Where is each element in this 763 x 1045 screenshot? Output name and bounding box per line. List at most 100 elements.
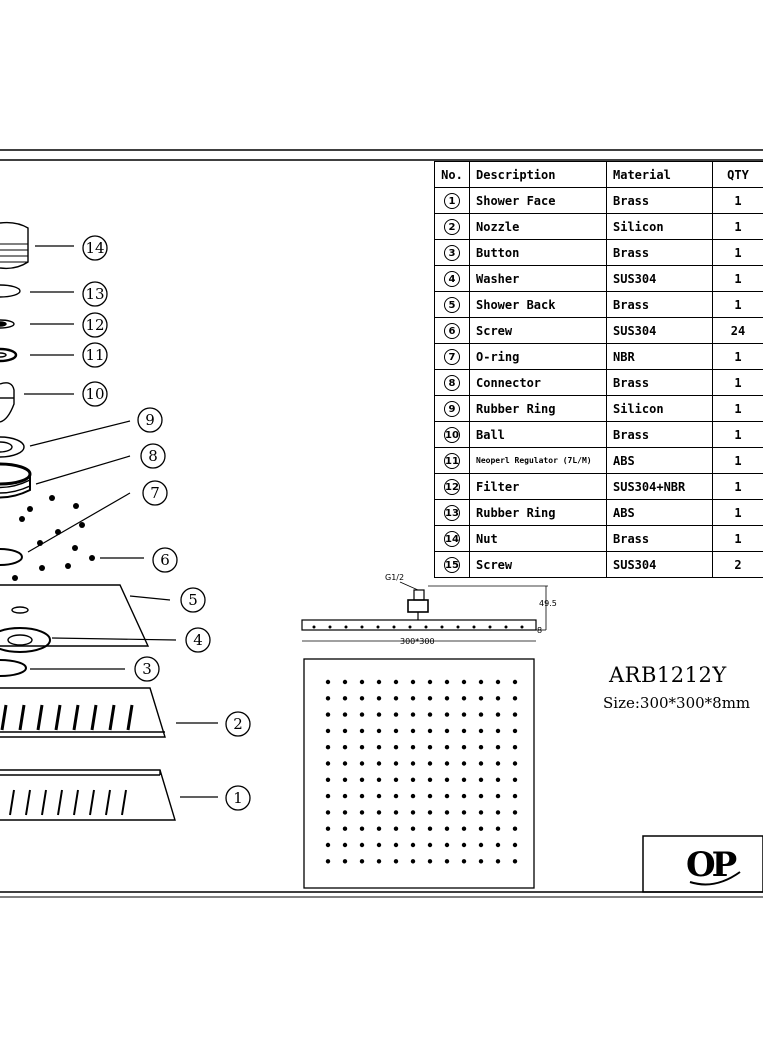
cell-no: 9 bbox=[434, 395, 470, 422]
nozzle-dot bbox=[342, 842, 348, 848]
nozzle-dot bbox=[325, 859, 331, 864]
item-number-badge: 9 bbox=[444, 400, 460, 417]
item-number-badge: 12 bbox=[444, 478, 460, 495]
nozzle-dot bbox=[376, 810, 382, 815]
nozzle-dot bbox=[495, 696, 501, 701]
width-dimension: 300*300 bbox=[400, 637, 435, 646]
cell-no: 11 bbox=[434, 447, 470, 474]
callout-1 bbox=[225, 785, 251, 811]
cell-description: Filter bbox=[469, 473, 607, 500]
nozzle-dot bbox=[478, 859, 484, 864]
nozzle-dot bbox=[325, 696, 331, 701]
thickness-dimension: 8 bbox=[537, 626, 542, 635]
cell-no: 8 bbox=[434, 369, 470, 396]
nozzle-dot bbox=[444, 777, 450, 782]
nozzle-dot bbox=[376, 679, 382, 685]
nozzle-dot bbox=[410, 696, 416, 701]
nozzle-dot bbox=[512, 728, 518, 734]
nozzle-dot bbox=[393, 679, 399, 685]
nozzle-dot bbox=[325, 728, 331, 734]
nozzle-dot bbox=[393, 745, 399, 750]
item-number-badge: 3 bbox=[444, 244, 460, 261]
nozzle-dot bbox=[410, 679, 416, 685]
callout-label: 3 bbox=[142, 660, 152, 678]
nozzle-dot bbox=[393, 728, 399, 734]
nozzle-dot bbox=[478, 712, 484, 717]
nozzle-dot bbox=[342, 728, 348, 734]
callout-9 bbox=[137, 407, 163, 433]
cell-no: 5 bbox=[434, 291, 470, 318]
cell-description: Shower Back bbox=[469, 291, 607, 318]
cell-qty: 1 bbox=[712, 369, 763, 396]
nozzle-dot bbox=[495, 810, 501, 815]
nozzle-dot bbox=[393, 826, 399, 831]
nozzle-dot bbox=[444, 696, 450, 701]
item-number-badge: 2 bbox=[444, 218, 460, 235]
item-number-badge: 8 bbox=[444, 374, 460, 391]
nozzle-dot bbox=[495, 859, 501, 864]
nozzle-dot bbox=[444, 712, 450, 717]
nozzle-dot bbox=[376, 777, 382, 782]
nozzle-dot bbox=[444, 745, 450, 750]
callout-2 bbox=[225, 711, 251, 737]
item-number-badge: 10 bbox=[444, 426, 460, 443]
nozzle-dot bbox=[495, 842, 501, 848]
table-header-row: No. Description Material QTY bbox=[434, 161, 763, 188]
cell-no: 1 bbox=[434, 187, 470, 214]
nozzle-dot bbox=[410, 745, 416, 750]
header-description: Description bbox=[469, 161, 607, 188]
nozzle-dot bbox=[427, 761, 433, 766]
nozzle-dot bbox=[359, 777, 365, 782]
nozzle-dot bbox=[359, 810, 365, 815]
nozzle-dot bbox=[478, 842, 484, 848]
cell-no: 10 bbox=[434, 421, 470, 448]
cell-no: 7 bbox=[434, 343, 470, 370]
nozzle-dot bbox=[427, 810, 433, 815]
item-number-badge: 5 bbox=[444, 296, 460, 313]
nozzle-dot bbox=[342, 810, 348, 815]
item-number-badge: 15 bbox=[444, 556, 460, 573]
nozzle-dot bbox=[444, 679, 450, 685]
nozzle-dot bbox=[376, 859, 382, 864]
callout-5 bbox=[180, 587, 206, 613]
cell-description: Screw bbox=[469, 317, 607, 344]
nozzle-dot bbox=[512, 842, 518, 848]
nozzle-dot bbox=[461, 679, 467, 685]
nozzle-dot bbox=[461, 810, 467, 815]
cell-qty: 1 bbox=[712, 473, 763, 500]
nozzle-dot bbox=[342, 696, 348, 701]
nozzle-dot bbox=[393, 810, 399, 815]
nozzle-dot bbox=[478, 696, 484, 701]
cell-material: Silicon bbox=[606, 213, 713, 240]
nozzle-dot bbox=[461, 777, 467, 782]
cell-description: Shower Face bbox=[469, 187, 607, 214]
cell-description: Rubber Ring bbox=[469, 395, 607, 422]
nozzle-dot bbox=[444, 859, 450, 864]
callout-label: 2 bbox=[233, 715, 243, 733]
nozzle-dot bbox=[325, 679, 331, 685]
nozzle-dot bbox=[495, 712, 501, 717]
cell-qty: 1 bbox=[712, 187, 763, 214]
nozzle-dot bbox=[410, 761, 416, 766]
cell-no: 4 bbox=[434, 265, 470, 292]
item-number-badge: 1 bbox=[444, 192, 460, 209]
nozzle-dot bbox=[495, 777, 501, 782]
cell-description: Connector bbox=[469, 369, 607, 396]
nozzle-dot bbox=[410, 728, 416, 734]
callout-7 bbox=[142, 480, 168, 506]
nozzle-dot bbox=[478, 777, 484, 782]
dimension-labels: G1/2 49.5 300*300 8 bbox=[385, 573, 557, 646]
nozzle-dot bbox=[478, 793, 484, 799]
nozzle-dot bbox=[342, 712, 348, 717]
cell-no: 13 bbox=[434, 499, 470, 526]
cell-qty: 1 bbox=[712, 291, 763, 318]
nozzle-dot bbox=[410, 810, 416, 815]
nozzle-dot bbox=[461, 761, 467, 766]
nozzle-dot bbox=[461, 712, 467, 717]
